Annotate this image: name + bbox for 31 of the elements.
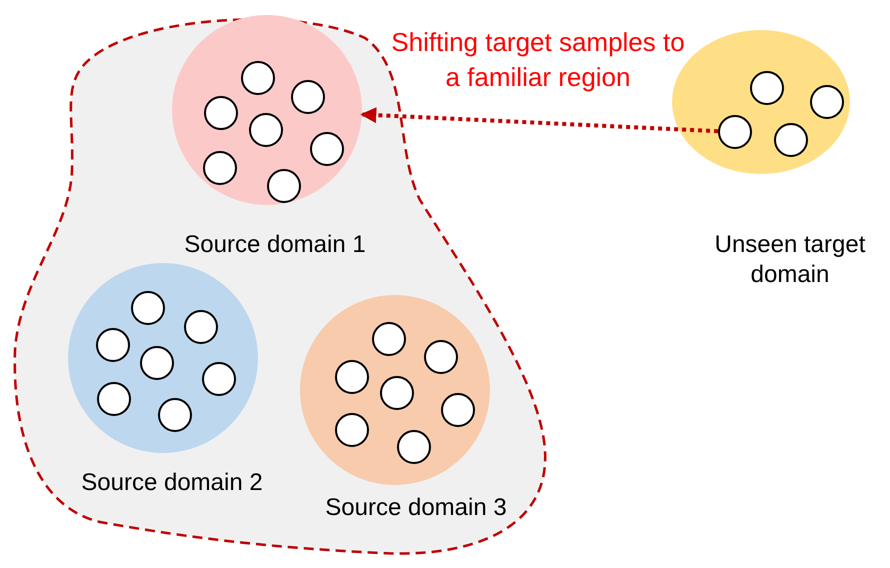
sample-circle bbox=[380, 376, 414, 410]
sample-circle bbox=[372, 322, 406, 356]
sample-circle bbox=[241, 61, 275, 95]
sample-circle bbox=[335, 413, 369, 447]
sample-circle bbox=[424, 340, 458, 374]
sample-circle bbox=[774, 123, 808, 157]
arrow bbox=[360, 107, 718, 134]
domain-label: Source domain 2 bbox=[80, 468, 264, 498]
sample-circle bbox=[310, 132, 344, 166]
sample-circle bbox=[810, 85, 844, 119]
sample-circle bbox=[131, 291, 165, 325]
sample-circle bbox=[158, 398, 192, 432]
sample-circle bbox=[97, 382, 131, 416]
sample-circle bbox=[291, 80, 325, 114]
sample-circle bbox=[335, 360, 369, 394]
sample-circle bbox=[249, 113, 283, 147]
sample-circle bbox=[184, 310, 218, 344]
sample-circle bbox=[204, 96, 238, 130]
sample-circle bbox=[140, 346, 174, 380]
sample-circle bbox=[718, 115, 752, 149]
domain-label: Source domain 3 bbox=[324, 493, 508, 523]
sample-circle bbox=[203, 151, 237, 185]
sample-circle bbox=[267, 169, 301, 203]
sample-circle bbox=[441, 393, 475, 427]
sample-circle bbox=[750, 71, 784, 105]
sample-circle bbox=[397, 430, 431, 464]
domain-label: Source domain 1 bbox=[183, 230, 367, 260]
sample-circle bbox=[96, 328, 130, 362]
sample-circle bbox=[202, 362, 236, 396]
domain-label: Unseen target domain bbox=[714, 230, 866, 290]
edge-label: Shifting target samples to a familiar region bbox=[390, 26, 686, 94]
